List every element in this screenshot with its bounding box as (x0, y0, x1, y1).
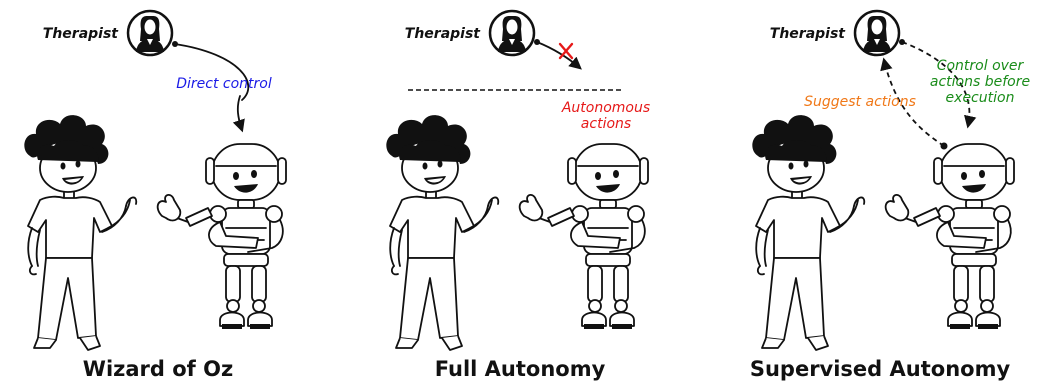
control-before-execution-arrow (901, 41, 977, 129)
annotation-autonomous: Autonomous (561, 100, 650, 116)
therapist-avatar-icon (488, 9, 536, 57)
therapist-avatar-icon (126, 9, 174, 57)
control-arrow-upper (174, 43, 250, 101)
annotation-execution: execution (946, 90, 1015, 106)
robot-figure (884, 143, 1015, 330)
annotation-control-over: Control over (937, 58, 1025, 74)
control-arrow-lower (232, 95, 245, 133)
panel-supervised-autonomy: Therapist Suggest actions Control over a… (750, 9, 1030, 381)
panel-title-wizard-of-oz: Wizard of Oz (83, 357, 233, 381)
panel-title-supervised-autonomy: Supervised Autonomy (750, 357, 1011, 381)
red-cross-icon (558, 42, 574, 60)
robot-figure (518, 143, 649, 330)
blocked-arrow (536, 41, 582, 70)
annotation-actions: actions (581, 116, 631, 132)
child-figure (751, 114, 866, 351)
therapist-label: Therapist (43, 26, 120, 42)
annotation-suggest-actions: Suggest actions (804, 94, 916, 110)
child-figure (385, 114, 500, 351)
robot-figure (156, 143, 287, 330)
annotation-actions-before: actions before (930, 74, 1030, 90)
panel-title-full-autonomy: Full Autonomy (435, 357, 606, 381)
panel-wizard-of-oz: Therapist Direct control Wizard of Oz (23, 9, 287, 381)
child-figure (23, 114, 138, 351)
suggest-actions-arrow (880, 57, 945, 147)
annotation-direct-control: Direct control (176, 76, 272, 92)
therapist-label: Therapist (405, 26, 482, 42)
panel-full-autonomy: Therapist Autonomous actions Full Autono… (385, 9, 650, 381)
therapist-label: Therapist (770, 26, 847, 42)
therapist-avatar-icon (853, 9, 901, 57)
